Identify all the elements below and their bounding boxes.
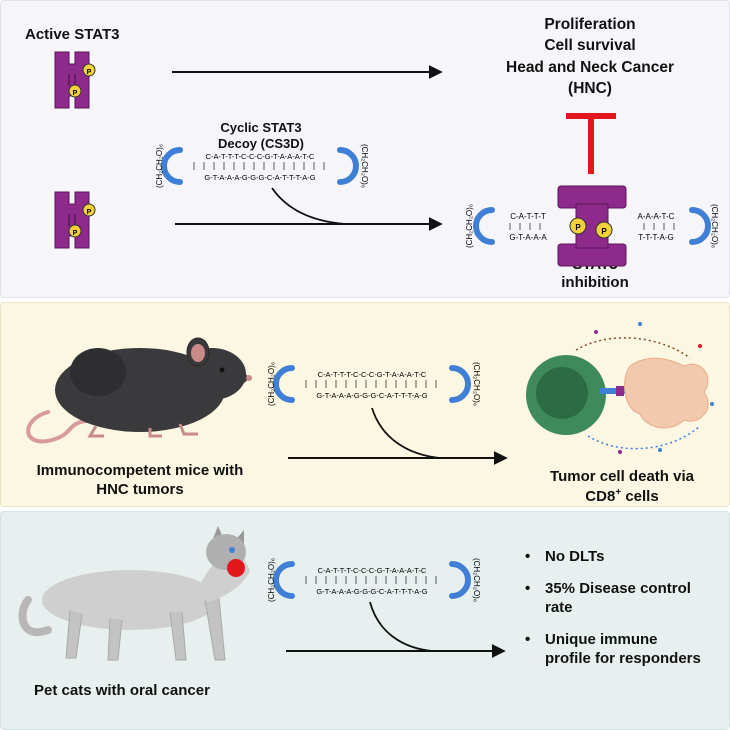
decoy-title: Cyclic STAT3 Decoy (CS3D) xyxy=(196,120,326,151)
bound-decoy-complex: C-A-T-T-T G-T-A-A-A A-A-A-T-C T-T-T-A-G … xyxy=(465,185,719,267)
result-disease-control-line2: rate xyxy=(545,599,573,616)
stat3-dimer-2: P P xyxy=(54,191,96,249)
result-no-dlts-text: No DLTs xyxy=(545,548,605,565)
phospho-label-1: P xyxy=(87,69,92,76)
cat-decoy-top: C-A-T-T-T-C-C-C-G-T-A-A-A-T-C xyxy=(318,566,427,575)
outcome-hnc: Head and Neck Cancer xyxy=(506,58,674,76)
mouse-illustration xyxy=(26,337,252,444)
cat-decoy-dna: C-A-T-T-T-C-C-C-G-T-A-A-A-T-C G-T-A-A-A-… xyxy=(267,558,481,602)
tumor-death-label: Tumor cell death via CD8+ cells xyxy=(512,468,730,507)
bound-linker-left: (CH₂CH₂O)₆ xyxy=(465,204,474,248)
outcome-hnc-abbrev: (HNC) xyxy=(568,80,612,98)
cells-text: cells xyxy=(621,487,659,505)
mouse-linker-left: (CH₂CH₂O)₆ xyxy=(267,362,276,406)
tumor-death-line2: CD8+ cells xyxy=(512,487,730,507)
decoy-bottom-strand: G-T-A-A-A-G-G-G-C-A-T-T-T-A-G xyxy=(204,173,315,182)
mouse-decoy-dna: C-A-T-T-T-C-C-C-G-T-A-A-A-T-C G-T-A-A-A-… xyxy=(267,362,481,406)
result-immune-line2: profile for responders xyxy=(545,650,701,667)
active-stat3-dimer: P P xyxy=(54,51,96,109)
cd8-text: CD8 xyxy=(585,487,616,505)
cat-illustration xyxy=(18,526,250,661)
bound-top-left: C-A-T-T-T xyxy=(510,212,546,221)
mouse-join-curve xyxy=(371,407,441,459)
bound-bottom-left: G-T-A-A-A xyxy=(509,233,547,242)
phospho-label-4: P xyxy=(73,230,78,237)
bound-top-right: A-A-A-T-C xyxy=(638,212,675,221)
cats-label: Pet cats with oral cancer xyxy=(34,682,210,699)
result-immune-line1: Unique immune xyxy=(545,630,658,648)
cat-decoy-bottom: G-T-A-A-A-G-G-G-C-A-T-T-T-A-G xyxy=(316,587,427,596)
bound-bottom-right: T-T-T-A-G xyxy=(638,233,674,242)
free-decoy-dna: C-A-T-T-T-C-C-C-G-T-A-A-A-T-C G-T-A-A-A-… xyxy=(155,144,369,188)
result-disease-control: 35% Disease control rate xyxy=(523,579,701,618)
mouse-decoy-top: C-A-T-T-T-C-C-C-G-T-A-A-A-T-C xyxy=(318,370,427,379)
active-stat3-label: Active STAT3 xyxy=(25,26,120,43)
decoy-linker-left: (CH₂CH₂O)₆ xyxy=(155,144,164,188)
result-immune-profile: Unique immune profile for responders xyxy=(523,630,701,669)
mouse-linker-right: (CH₂CH₂O)₆ xyxy=(472,362,481,406)
cat-linker-left: (CH₂CH₂O)₆ xyxy=(267,558,276,602)
outcome-cell-survival: Cell survival xyxy=(544,37,636,55)
cat-join-curve xyxy=(369,601,433,652)
decoy-join-curve xyxy=(271,187,346,225)
decoy-top-strand: C-A-T-T-T-C-C-C-G-T-A-A-A-T-C xyxy=(206,152,315,161)
decoy-linker-right: (CH₂CH₂O)₆ xyxy=(360,144,369,188)
mice-label-line2: HNC tumors xyxy=(96,480,184,498)
outcomes-label: Proliferation Cell survival Head and Nec… xyxy=(470,14,710,100)
phospho-label-5: P xyxy=(575,223,581,232)
inhibition-symbol xyxy=(566,113,616,174)
results-list: No DLTs 35% Disease control rate Unique i… xyxy=(523,547,701,681)
inhibition-line2: inhibition xyxy=(561,274,629,291)
tcell-killing-illustration xyxy=(526,322,714,454)
phospho-label-3: P xyxy=(87,209,92,216)
phospho-label-6: P xyxy=(601,227,607,236)
cd8-superscript: + xyxy=(615,486,622,498)
decoy-title-line2: Decoy (CS3D) xyxy=(218,135,304,151)
decoy-title-line1: Cyclic STAT3 xyxy=(220,120,302,135)
bound-linker-right: (CH₂CH₂O)₆ xyxy=(710,204,719,248)
mice-label: Immunocompetent mice with HNC tumors xyxy=(10,462,270,500)
result-disease-control-line1: 35% Disease control xyxy=(545,579,691,597)
mouse-decoy-bottom: G-T-A-A-A-G-G-G-C-A-T-T-T-A-G xyxy=(316,391,427,400)
mice-label-line1: Immunocompetent mice with xyxy=(36,462,244,479)
tumor-death-line1: Tumor cell death via xyxy=(550,468,694,485)
outcome-proliferation: Proliferation xyxy=(544,16,636,33)
phospho-label-2: P xyxy=(73,90,78,97)
cat-linker-right: (CH₂CH₂O)₆ xyxy=(472,558,481,602)
result-no-dlts: No DLTs xyxy=(523,547,701,567)
